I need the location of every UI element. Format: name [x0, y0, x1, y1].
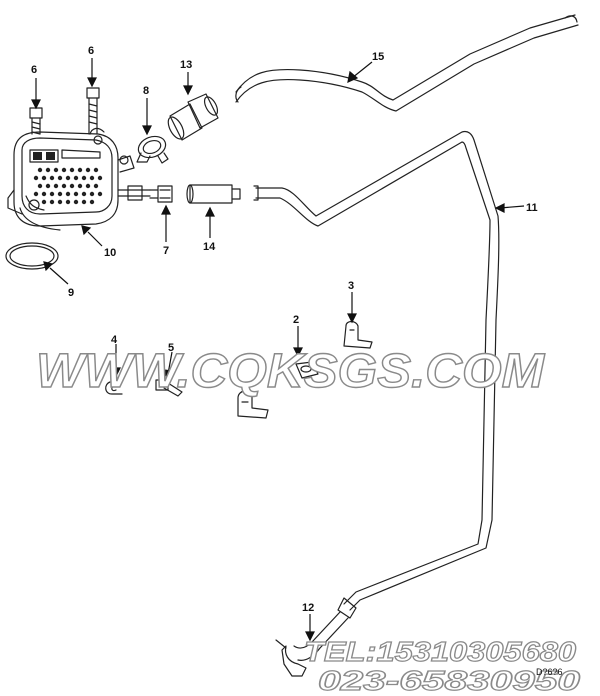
hose-piece-14: [186, 184, 241, 204]
callout-14: 14: [203, 241, 216, 253]
bolt-5: [155, 379, 183, 397]
watermark-site: WWW.CQKSGS.COM: [36, 345, 545, 398]
o-ring-9: [5, 242, 59, 270]
hose-15: [235, 14, 579, 112]
callout-2: 2: [293, 314, 299, 326]
callout-3: 3: [348, 280, 354, 292]
callout-13: 13: [180, 59, 192, 71]
callout-12: 12: [302, 602, 314, 614]
clip-2-lower: [237, 390, 269, 419]
leader-lines: [31, 58, 525, 642]
callout-15: 15: [372, 51, 384, 63]
watermark-phone-2: 023-65830950: [318, 665, 581, 696]
clamp-8: [136, 135, 169, 164]
bolt-6-right: [86, 87, 100, 135]
callout-9: 9: [68, 287, 74, 299]
callout-7: 7: [163, 245, 169, 257]
watermark-phone: TEL:15310305680: [304, 636, 576, 667]
tube-11: [253, 130, 500, 611]
callout-11: 11: [526, 202, 538, 214]
callout-8: 8: [143, 85, 149, 97]
bolt-6-left: [29, 107, 43, 135]
coupling-13: [167, 93, 219, 141]
callout-6-right: 6: [88, 45, 94, 57]
breather-housing-10: [7, 127, 151, 231]
callout-6-left: 6: [31, 64, 37, 76]
elbow-connector-12: [275, 597, 357, 677]
housing-dot-grid: [33, 152, 103, 205]
clip-3: [343, 320, 373, 349]
drawing-code: D?6?6: [536, 667, 563, 677]
callout-10: 10: [104, 247, 116, 259]
clip-2-upper: [295, 361, 319, 379]
callout-5: 5: [168, 342, 174, 354]
clip-4: [105, 381, 123, 395]
callout-4: 4: [111, 334, 118, 346]
fitting-7: [149, 185, 173, 203]
